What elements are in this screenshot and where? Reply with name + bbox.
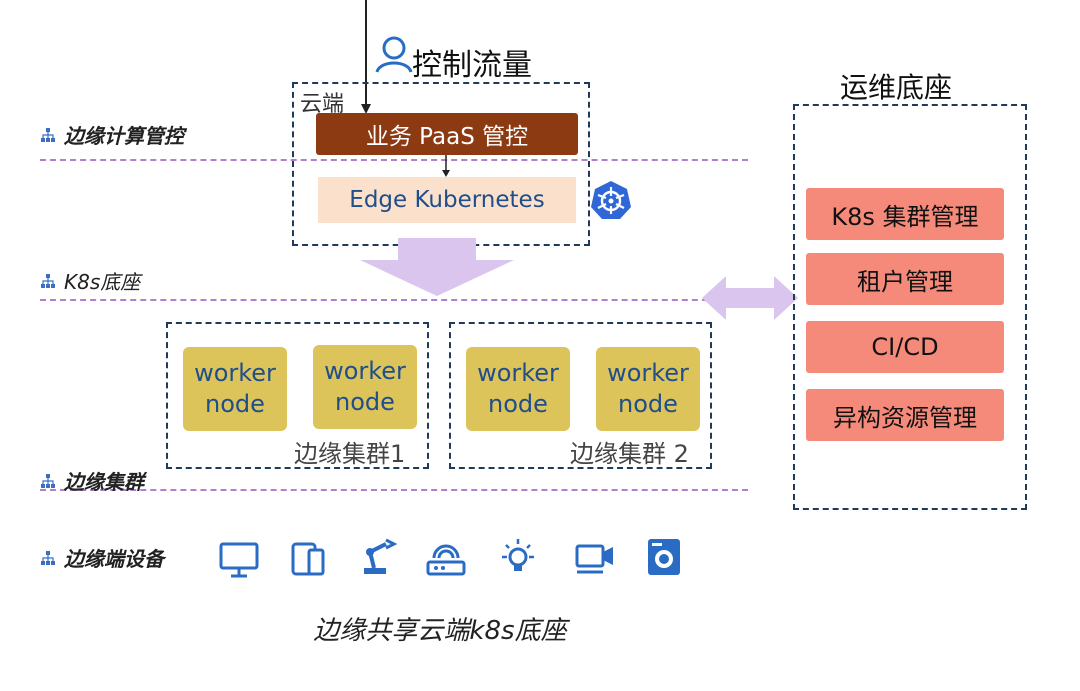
- double-arrow: [702, 276, 798, 320]
- worker-node: worker node: [183, 347, 287, 431]
- hierarchy-icon: [41, 127, 55, 142]
- layer-label-edge-devices: 边缘端设备: [40, 543, 164, 572]
- user-icon: [375, 36, 413, 73]
- ops-item-cluster-mgmt: K8s 集群管理: [806, 188, 1004, 240]
- layer-label-k8s-base: K8s底座: [40, 266, 140, 295]
- phone-icon: [291, 542, 325, 576]
- layer-divider: [40, 159, 748, 161]
- layer-label-text: 边缘计算管控: [64, 124, 184, 148]
- kubernetes-icon: [591, 181, 631, 219]
- layer-label-text: 边缘端设备: [64, 547, 164, 571]
- ops-box: [793, 104, 1027, 510]
- worker-node: worker node: [596, 347, 700, 431]
- ops-title: 运维底座: [840, 71, 953, 104]
- paas-control-box: 业务 PaaS 管控: [316, 113, 578, 155]
- ops-item-cicd: CI/CD: [806, 321, 1004, 373]
- paas-to-k8s-arrow: [442, 155, 450, 177]
- layer-divider: [40, 489, 748, 491]
- router-icon: [426, 544, 466, 576]
- paas-control-label: 业务 PaaS 管控: [365, 124, 529, 150]
- layer-label-text: K8s底座: [64, 270, 141, 294]
- layer-label-edge-control: 边缘计算管控: [40, 120, 184, 149]
- worker-node: worker node: [466, 347, 570, 431]
- control-traffic-arrow: [361, 0, 371, 114]
- light-bulb-icon: [502, 539, 534, 571]
- worker-node: worker node: [313, 345, 417, 429]
- layer-label-edge-cluster: 边缘集群: [40, 466, 144, 495]
- monitor-icon: [219, 542, 259, 578]
- edge-cluster-box-2: [449, 322, 712, 469]
- edge-kubernetes-label: Edge Kubernetes: [349, 187, 545, 213]
- big-down-arrow: [360, 238, 514, 296]
- robot-arm-icon: [364, 538, 398, 574]
- edge-cluster-box-1: [166, 322, 429, 469]
- hierarchy-icon: [41, 473, 55, 488]
- layer-divider: [40, 299, 748, 301]
- diagram-caption: 边缘共享云端k8s底座: [313, 616, 567, 646]
- edge-cluster-label-1: 边缘集群1: [294, 440, 406, 468]
- edge-cluster-label-2: 边缘集群 2: [570, 440, 689, 468]
- layer-label-text: 边缘集群: [64, 470, 144, 494]
- control-traffic-label: 控制流量: [412, 48, 532, 83]
- hierarchy-icon: [41, 550, 55, 565]
- cloud-label: 云端: [300, 92, 345, 117]
- hierarchy-icon: [41, 273, 55, 288]
- ops-item-tenant-mgmt: 租户管理: [806, 253, 1004, 305]
- camera-icon: [575, 544, 613, 574]
- washing-machine-icon: [648, 539, 680, 575]
- edge-kubernetes-box: Edge Kubernetes: [318, 177, 576, 223]
- ops-item-hetero-mgmt: 异构资源管理: [806, 389, 1004, 441]
